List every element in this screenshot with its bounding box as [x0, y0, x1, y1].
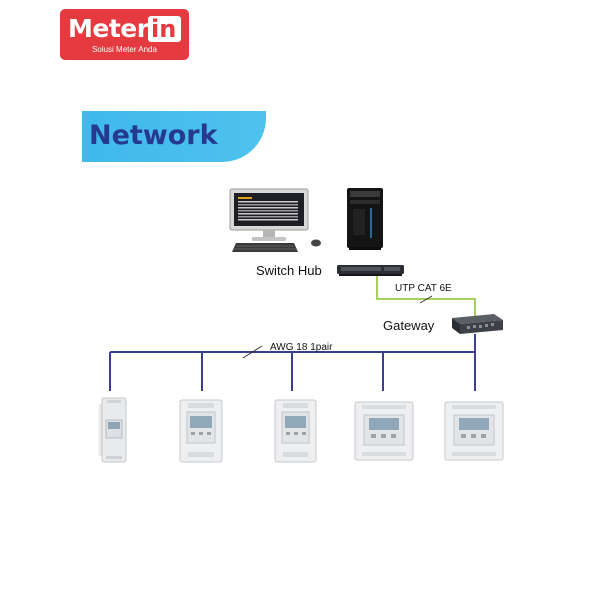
monitor-icon — [229, 188, 309, 241]
logo-tagline: Solusi Meter Anda — [92, 45, 157, 54]
mouse-icon — [311, 239, 321, 247]
switch-hub-label: Switch Hub — [256, 263, 322, 278]
utp-cable-marker — [419, 295, 433, 304]
gateway-label: Gateway — [383, 318, 435, 333]
energy-meter-2 — [179, 399, 223, 463]
network-banner: Network — [82, 111, 266, 162]
logo-word: Meter — [68, 14, 149, 43]
energy-meter-5 — [444, 401, 504, 461]
logo-accent: in — [151, 15, 177, 43]
banner-title: Network — [89, 120, 218, 151]
energy-meter-3 — [274, 399, 317, 463]
switch-hub-icon — [337, 265, 404, 276]
utp-cable-label: UTP CAT 6E — [395, 283, 452, 294]
logo-accent-box — [148, 16, 181, 42]
keyboard-icon — [232, 243, 298, 252]
energy-meter-1 — [99, 397, 127, 463]
energy-meter-4 — [354, 401, 414, 461]
pc-tower-icon — [347, 188, 383, 250]
gateway-icon — [452, 314, 503, 334]
awg-cable-label: AWG 18 1pair — [270, 342, 333, 353]
meterin-logo: Meter in Solusi Meter Anda — [60, 9, 189, 60]
rs485-bus — [109, 334, 476, 391]
utp-cable — [376, 276, 476, 316]
awg-cable-marker — [242, 345, 263, 359]
